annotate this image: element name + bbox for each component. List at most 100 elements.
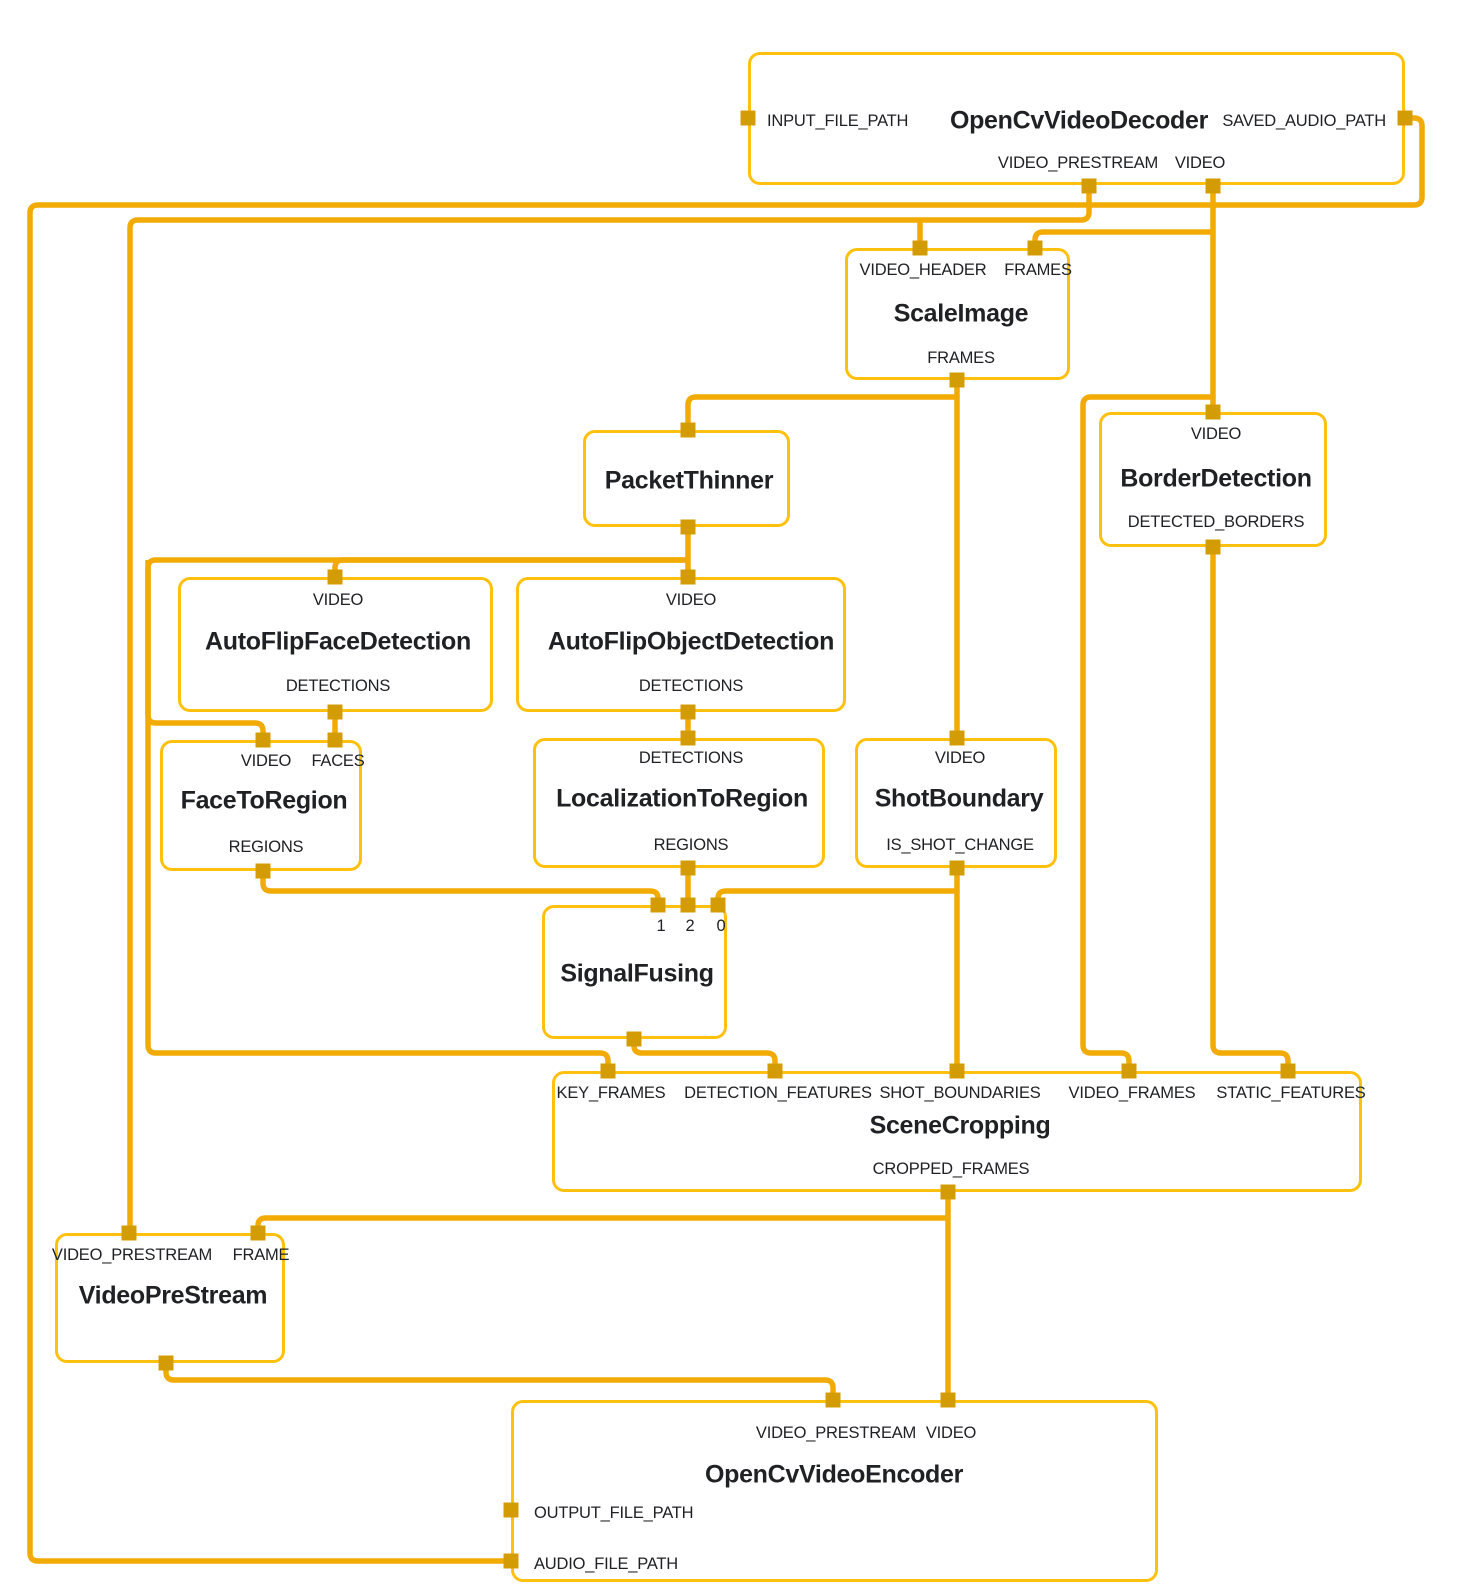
node-localization-to-region[interactable]: DETECTIONS LocalizationToRegion REGIONS [533, 738, 825, 868]
node-title: ScaleImage [893, 299, 1029, 328]
node-shot-boundary[interactable]: VIDEO ShotBoundary IS_SHOT_CHANGE [855, 738, 1057, 868]
port-borderdetection-video[interactable] [1205, 404, 1221, 420]
port-objectdetection-detections[interactable] [680, 704, 696, 720]
port-encoder-video-prestream[interactable] [825, 1392, 841, 1408]
port-label-cropped-frames: CROPPED_FRAMES [872, 1159, 1030, 1178]
port-scaleimage-frames-in[interactable] [1027, 240, 1043, 256]
node-packet-thinner[interactable]: PacketThinner [583, 430, 790, 527]
port-scaleimage-frames-out[interactable] [949, 372, 965, 388]
port-scaleimage-video-header[interactable] [912, 240, 928, 256]
port-signalfusing-1[interactable] [650, 897, 666, 913]
port-shotboundary-is-shot-change[interactable] [949, 860, 965, 876]
port-label-detection-features: DETECTION_FEATURES [684, 1083, 872, 1102]
port-label-regions: REGIONS [653, 835, 729, 854]
node-title: BorderDetection [1120, 464, 1312, 493]
port-label-1: 1 [656, 916, 666, 935]
port-localizationtoregion-regions[interactable] [680, 860, 696, 876]
port-facedetection-detections[interactable] [327, 704, 343, 720]
port-scenecropping-static-features[interactable] [1280, 1063, 1296, 1079]
port-encoder-output-file-path[interactable] [503, 1502, 519, 1518]
node-autoflip-face-detection[interactable]: VIDEO AutoFlipFaceDetection DETECTIONS [178, 577, 493, 712]
node-autoflip-object-detection[interactable]: VIDEO AutoFlipObjectDetection DETECTIONS [516, 577, 846, 712]
port-videoprestream-frame[interactable] [250, 1225, 266, 1241]
port-facetoregion-regions[interactable] [255, 863, 271, 879]
port-facetoregion-faces[interactable] [327, 732, 343, 748]
edge-borderdetection-to-scenecropping-static-features[interactable] [1210, 547, 1291, 1071]
node-scene-cropping[interactable]: KEY_FRAMES DETECTION_FEATURES SHOT_BOUND… [552, 1071, 1366, 1192]
port-scenecropping-key-frames[interactable] [600, 1063, 616, 1079]
port-label-detections: DETECTIONS [285, 676, 391, 695]
node-title: OpenCvVideoDecoder [949, 106, 1209, 135]
edge-shotboundary-to-signalfusing-0[interactable] [715, 888, 957, 905]
node-title: FaceToRegion [180, 786, 348, 815]
port-encoder-audio-file-path[interactable] [503, 1553, 519, 1569]
port-videoprestream-out[interactable] [158, 1355, 174, 1371]
port-facedetection-video[interactable] [327, 569, 343, 585]
port-scenecropping-shot-boundaries[interactable] [949, 1063, 965, 1079]
port-label-faces: FACES [311, 751, 365, 770]
edge-facetoregion-regions-to-signalfusing-1[interactable] [260, 871, 661, 905]
port-label-video-prestream: VIDEO_PRESTREAM [997, 153, 1159, 172]
port-scenecropping-video-frames[interactable] [1121, 1063, 1137, 1079]
node-face-to-region[interactable]: VIDEO FACES FaceToRegion REGIONS [160, 740, 365, 871]
edge-croppedframes-to-videoprestream-frame[interactable] [255, 1215, 948, 1233]
port-decoder-video-prestream[interactable] [1081, 178, 1097, 194]
port-label-input-file-path: INPUT_FILE_PATH [767, 111, 909, 130]
node-border-detection[interactable]: VIDEO BorderDetection DETECTED_BORDERS [1099, 412, 1327, 547]
edge-video-to-scaleimage-frames[interactable] [1032, 229, 1213, 248]
port-encoder-video[interactable] [940, 1392, 956, 1408]
edge-video-to-scenecropping-video-frames[interactable] [1080, 394, 1213, 1071]
port-label-audio-file-path: AUDIO_FILE_PATH [534, 1554, 679, 1573]
port-label-video-header: VIDEO_HEADER [859, 260, 987, 279]
port-label-video: VIDEO [1174, 153, 1226, 172]
node-title: SceneCropping [869, 1111, 1051, 1140]
port-label-video: VIDEO [240, 751, 292, 770]
edge-scaleimage-frames-to-packetthinner[interactable] [685, 394, 957, 430]
node-signal-fusing[interactable]: 1 2 0 SignalFusing [542, 905, 727, 1039]
port-signalfusing-2[interactable] [680, 897, 696, 913]
node-title: VideoPreStream [78, 1281, 268, 1310]
port-label-video: VIDEO [1190, 424, 1242, 443]
port-decoder-video[interactable] [1205, 178, 1221, 194]
port-label-detected-borders: DETECTED_BORDERS [1127, 512, 1305, 531]
port-label-regions: REGIONS [228, 837, 304, 856]
port-borderdetection-detected-borders[interactable] [1205, 539, 1221, 555]
port-label-frame: FRAME [232, 1245, 290, 1264]
port-localizationtoregion-detections[interactable] [680, 730, 696, 746]
port-label-is-shot-change: IS_SHOT_CHANGE [886, 835, 1034, 854]
port-label-key-frames: KEY_FRAMES [556, 1083, 666, 1102]
port-decoder-input-file-path[interactable] [740, 110, 756, 126]
port-label-video: VIDEO [925, 1423, 977, 1442]
edge-signalfusing-to-scenecropping-detection-features[interactable] [631, 1039, 778, 1071]
node-video-pre-stream[interactable]: VIDEO_PRESTREAM FRAME VideoPreStream [52, 1233, 290, 1363]
port-decoder-saved-audio-path[interactable] [1397, 110, 1413, 126]
port-label-video: VIDEO [665, 590, 717, 609]
edge-saved-audio-path-to-audio-file-path[interactable] [27, 115, 1425, 1564]
port-shotboundary-video[interactable] [949, 730, 965, 746]
port-label-frames-out: FRAMES [927, 348, 995, 367]
edge-packetthinner-to-scenecropping-key-frames[interactable] [145, 560, 611, 1071]
port-label-output-file-path: OUTPUT_FILE_PATH [534, 1503, 694, 1522]
port-signalfusing-out[interactable] [626, 1031, 642, 1047]
port-label-frames-in: FRAMES [1004, 260, 1072, 279]
node-scale-image[interactable]: VIDEO_HEADER FRAMES ScaleImage FRAMES [845, 248, 1072, 380]
port-facetoregion-video[interactable] [255, 732, 271, 748]
node-opencv-video-encoder[interactable]: VIDEO_PRESTREAM VIDEO OpenCvVideoEncoder… [511, 1400, 1158, 1582]
port-videoprestream-video-prestream[interactable] [121, 1225, 137, 1241]
port-objectdetection-video[interactable] [680, 569, 696, 585]
node-title: AutoFlipObjectDetection [547, 627, 835, 656]
edge-videoprestream-to-encoder-video-prestream[interactable] [163, 1363, 836, 1400]
port-packetthinner-out[interactable] [680, 519, 696, 535]
port-label-video: VIDEO [934, 748, 986, 767]
port-label-shot-boundaries: SHOT_BOUNDARIES [879, 1083, 1041, 1102]
port-signalfusing-0[interactable] [710, 897, 726, 913]
node-title: SignalFusing [560, 959, 714, 988]
node-opencv-video-decoder[interactable]: INPUT_FILE_PATH OpenCvVideoDecoder SAVED… [748, 52, 1405, 185]
node-title: LocalizationToRegion [556, 784, 808, 813]
port-scenecropping-detection-features[interactable] [767, 1063, 783, 1079]
edge-video-prestream-to-videoprestream[interactable] [127, 186, 1092, 1233]
port-scenecropping-cropped-frames[interactable] [940, 1184, 956, 1200]
port-label-0: 0 [716, 916, 726, 935]
port-packetthinner-in[interactable] [680, 422, 696, 438]
